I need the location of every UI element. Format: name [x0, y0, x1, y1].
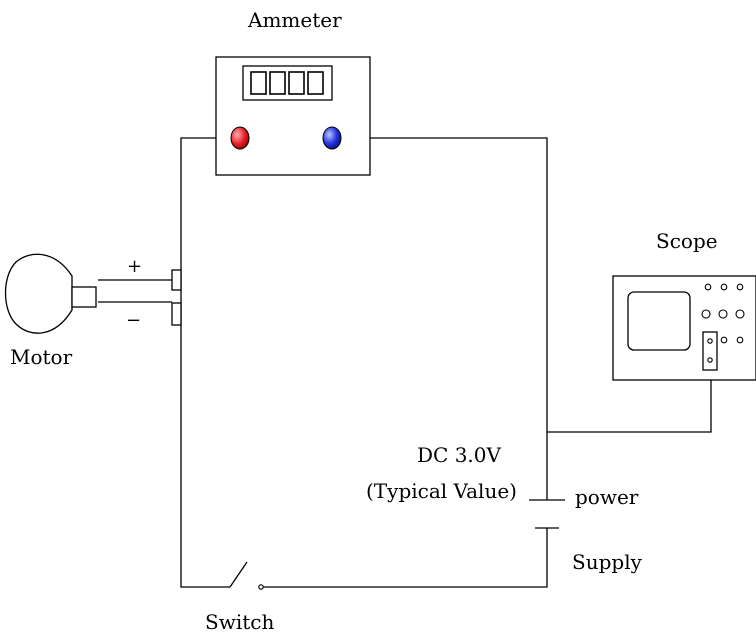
- ammeter-digit-1: [250, 71, 267, 95]
- motor-minus-sign: −: [126, 310, 141, 331]
- scope-knob-5: [718, 309, 728, 319]
- scope-knob-6: [735, 309, 745, 319]
- wire-bottom-right: [262, 528, 548, 588]
- scope-knob-1: [704, 283, 712, 291]
- wire-top-right: [345, 137, 548, 500]
- scope-probe-jack: [702, 331, 718, 371]
- circuit-wires: [98, 137, 712, 588]
- scope-jack-hole-2: [707, 357, 713, 363]
- ammeter: [215, 56, 371, 176]
- ammeter-digit-2: [269, 71, 286, 95]
- switch-lever: [229, 561, 248, 588]
- motor-shaft: [71, 286, 97, 308]
- ammeter-display: [242, 65, 333, 101]
- oscilloscope: [612, 275, 756, 381]
- scope-label: Scope: [656, 229, 718, 253]
- motor-terminal-minus: [171, 302, 182, 326]
- battery: [529, 499, 565, 529]
- switch-contact: [258, 584, 264, 590]
- wire-left-rail: [180, 137, 230, 588]
- ammeter-digit-4: [307, 71, 324, 95]
- switch: [229, 561, 264, 590]
- scope-jack-hole-1: [707, 338, 713, 344]
- supply-word-label: Supply: [572, 550, 643, 574]
- ammeter-digit-3: [288, 71, 305, 95]
- scope-knob-8: [736, 336, 744, 344]
- scope-knob-2: [720, 283, 728, 291]
- power-typical-value-text: (Typical Value): [366, 479, 517, 503]
- ammeter-label: Ammeter: [247, 8, 342, 32]
- ammeter-terminal-positive: [230, 126, 250, 150]
- scope-knob-7: [720, 336, 728, 344]
- motor: [4, 253, 182, 334]
- scope-knob-4: [701, 309, 711, 319]
- power-voltage-text: DC 3.0V: [417, 443, 502, 467]
- motor-label: Motor: [10, 345, 73, 369]
- motor-terminal-plus: [171, 269, 182, 291]
- motor-plus-sign: +: [127, 256, 142, 277]
- scope-screen: [627, 291, 691, 351]
- switch-label: Switch: [205, 610, 274, 634]
- scope-knob-3: [736, 283, 744, 291]
- wire-scope-probe: [547, 370, 712, 433]
- motor-body: [4, 253, 73, 334]
- ammeter-terminal-negative: [322, 126, 342, 150]
- power-word-label: power: [575, 485, 639, 509]
